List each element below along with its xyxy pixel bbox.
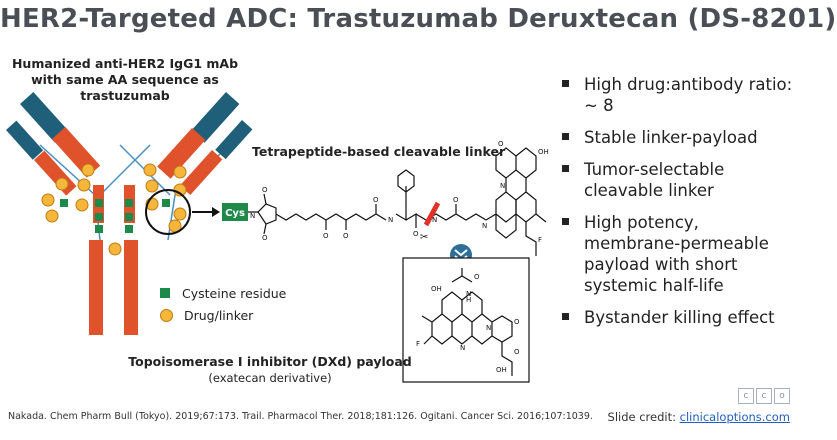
slide-credit: Slide credit: clinicaloptions.com	[608, 410, 790, 424]
svg-text:OH: OH	[538, 148, 549, 156]
svg-text:F: F	[538, 236, 542, 244]
linker-structure	[248, 147, 547, 256]
antibody-illustration	[6, 91, 253, 335]
credit-prefix: Slide credit:	[607, 410, 680, 424]
svg-text:N: N	[486, 324, 491, 332]
fc-right	[124, 240, 138, 335]
svg-text:O: O	[498, 140, 504, 148]
logo-letter: o	[774, 388, 790, 404]
svg-text:O: O	[474, 273, 480, 281]
zoom-arrow-head	[212, 207, 220, 217]
bullet-item: High drug:antibody ratio: ~ 8	[560, 74, 796, 116]
linker-atom-labels: O O N O O O O O N N N O OH N F	[250, 140, 549, 244]
svg-text:O: O	[514, 318, 520, 326]
bullet-item: Bystander killing effect	[560, 307, 796, 328]
slide-title: HER2-Targeted ADC: Trastuzumab Deruxteca…	[0, 4, 837, 34]
cys-box	[222, 203, 248, 221]
svg-text:O: O	[413, 230, 419, 238]
svg-text:OH: OH	[496, 366, 507, 374]
antibody-label-line-2: with same AA sequence as	[31, 72, 219, 87]
logo-letter: c	[756, 388, 772, 404]
bullet-item: High potency, membrane-permeable payload…	[560, 212, 796, 296]
cys-label: Cys	[225, 208, 245, 219]
antibody-label-line-1: Humanized anti-HER2 IgG1 mAb	[11, 56, 239, 71]
zoom-circle	[145, 189, 191, 235]
payload-structure	[421, 268, 513, 376]
heavy-chain-right-inner	[157, 127, 206, 179]
payload-label: Topoisomerase I inhibitor (DXd) payload …	[100, 354, 440, 386]
bullet-list: High drug:antibody ratio: ~ 8 Stable lin…	[560, 74, 796, 339]
references-footer: Nakada. Chem Pharm Bull (Tokyo). 2019;67…	[8, 411, 593, 422]
svg-text:N: N	[432, 216, 437, 224]
antibody-label: Humanized anti-HER2 IgG1 mAb with same A…	[0, 56, 250, 104]
legend-item-cysteine: Cysteine residue	[160, 282, 286, 304]
svg-text:O: O	[373, 196, 379, 204]
bullet-item: Stable linker-payload	[560, 127, 796, 148]
svg-text:N: N	[482, 222, 487, 230]
svg-text:O: O	[262, 186, 268, 194]
svg-text:H: H	[466, 296, 471, 304]
svg-text:O: O	[262, 234, 268, 242]
scissors-icon: ✂	[420, 232, 428, 243]
svg-text:O: O	[453, 196, 459, 204]
svg-text:N: N	[388, 216, 393, 224]
svg-text:F: F	[416, 340, 420, 348]
light-chain-right	[179, 150, 223, 196]
credit-link[interactable]: clinicaloptions.com	[679, 410, 790, 424]
svg-text:OH: OH	[431, 285, 442, 293]
payload-atom-labels: O OH N H F N N O O OH	[416, 273, 520, 374]
legend-label-cysteine: Cysteine residue	[182, 285, 287, 301]
payload-label-title: Topoisomerase I inhibitor (DXd) payload	[128, 354, 412, 369]
legend: Cysteine residue Drug/linker	[160, 282, 286, 326]
svg-text:O: O	[514, 348, 520, 356]
svg-text:O: O	[343, 232, 349, 240]
drug-linker-markers	[41, 163, 187, 256]
svg-text:N: N	[466, 290, 471, 298]
heavy-chain-left-outer	[20, 91, 69, 143]
heavy-chain-right-outer	[191, 92, 240, 143]
antibody-label-line-3: trastuzumab	[80, 88, 170, 103]
fc-left	[89, 240, 103, 335]
drug-swatch	[160, 308, 173, 322]
cleavage-site-mark	[423, 201, 441, 227]
svg-text:N: N	[500, 182, 505, 190]
legend-item-drug: Drug/linker	[160, 304, 286, 326]
svg-text:O: O	[323, 232, 329, 240]
svg-text:N: N	[460, 344, 465, 352]
bullet-item: Tumor-selectable cleavable linker	[560, 159, 796, 201]
legend-label-drug: Drug/linker	[184, 307, 254, 323]
logo-letter: c	[738, 388, 754, 404]
cysteine-swatch	[160, 288, 170, 298]
svg-text:N: N	[250, 212, 255, 220]
adc-diagram: Cys ✂ O O N O O O O O N N	[6, 91, 549, 383]
cysteine-markers	[60, 199, 170, 233]
linker-label: Tetrapeptide-based cleavable linker	[252, 144, 506, 159]
light-chain-right-outer	[215, 120, 253, 160]
cco-logo: c c o	[738, 388, 790, 404]
payload-label-subtitle: (exatecan derivative)	[208, 371, 332, 385]
light-chain-left-outer	[6, 120, 44, 160]
